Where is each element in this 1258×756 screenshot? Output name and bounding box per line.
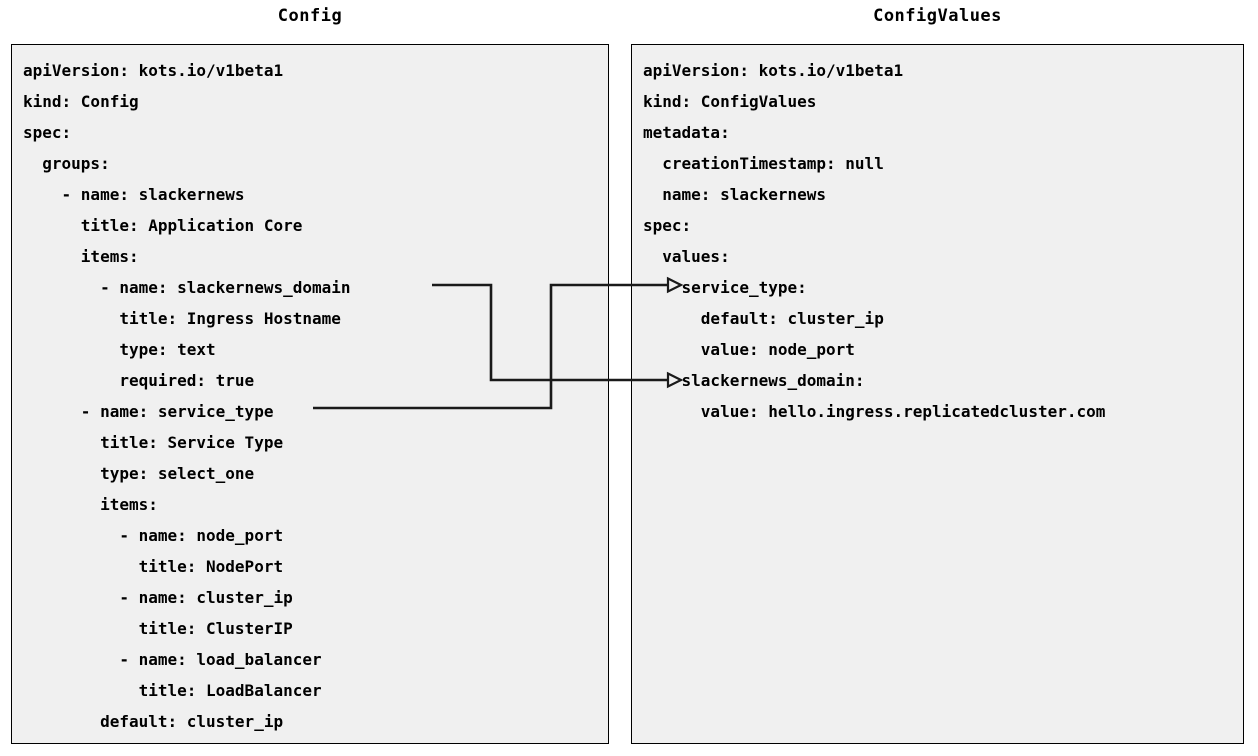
config-panel-title: Config — [277, 6, 343, 26]
config-panel: apiVersion: kots.io/v1beta1 kind: Config… — [11, 44, 609, 744]
configvalues-panel-title: ConfigValues — [873, 6, 1002, 26]
configvalues-panel: apiVersion: kots.io/v1beta1 kind: Config… — [631, 44, 1244, 744]
configvalues-yaml-text: apiVersion: kots.io/v1beta1 kind: Config… — [643, 61, 1106, 421]
config-yaml-text: apiVersion: kots.io/v1beta1 kind: Config… — [23, 61, 351, 731]
